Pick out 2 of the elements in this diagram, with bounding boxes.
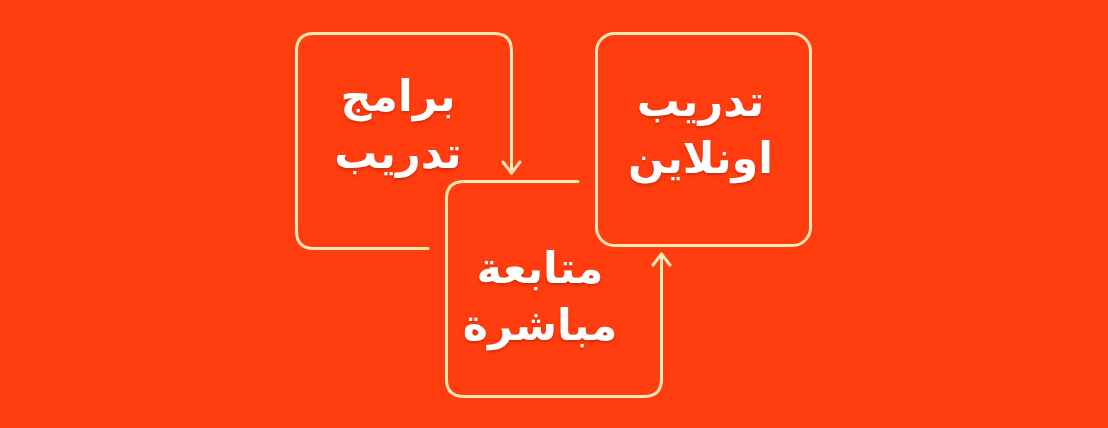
process-box: برامج تدريب — [295, 32, 513, 250]
process-box: تدريب اونلاين — [595, 32, 812, 247]
